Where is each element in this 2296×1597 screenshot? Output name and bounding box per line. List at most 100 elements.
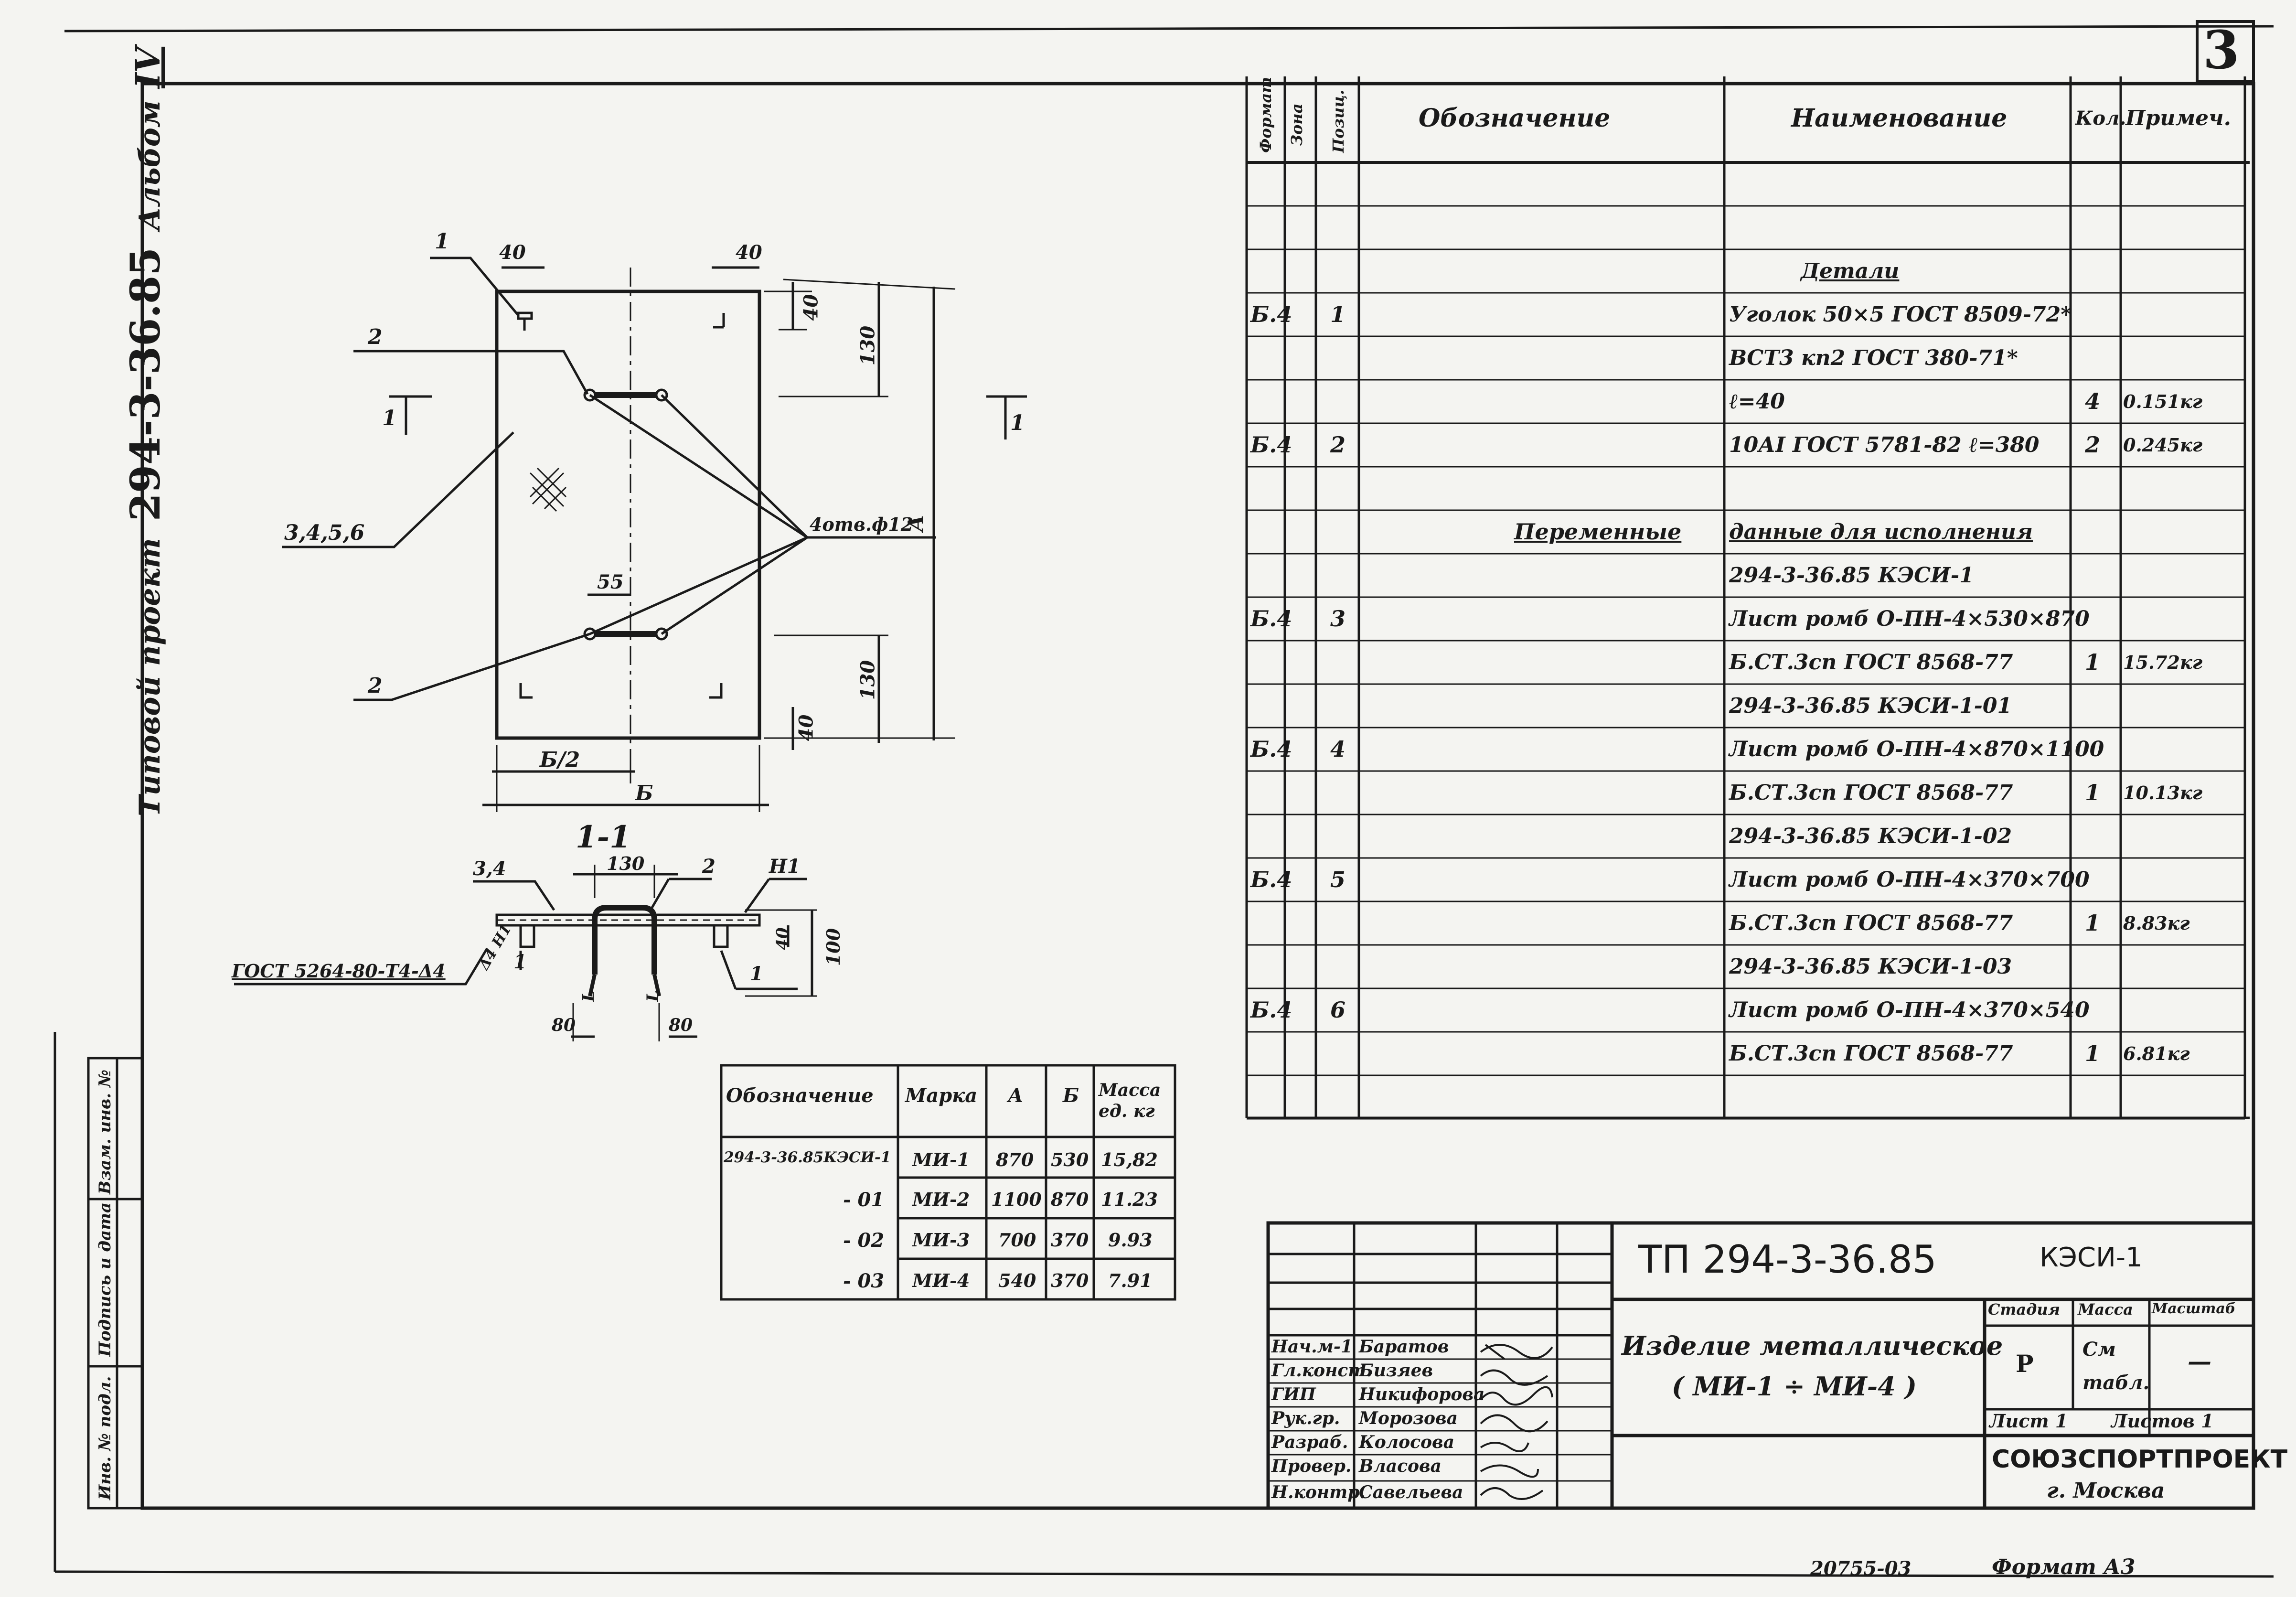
- spec-row-17-qty: 1: [2085, 910, 2101, 936]
- callout-pos-1: 1: [435, 229, 449, 254]
- callout-pos-3456: 3,4,5,6: [284, 521, 365, 545]
- scale-label: Масштаб: [2152, 1300, 2236, 1317]
- spec-row-4-name: ВСТ3 кп2 ГОСТ 380-71*: [1729, 346, 2018, 370]
- org-name: СОЮЗСПОРТПРОЕКТ: [1992, 1445, 2288, 1474]
- spec-row-11-name: Б.СТ.3сп ГОСТ 8568-77: [1729, 650, 2013, 675]
- spec-row-14-name: Б.СТ.3сп ГОСТ 8568-77: [1729, 781, 2013, 805]
- spec-row-13-pos: 4: [1330, 736, 1346, 762]
- variants-header-b: Б: [1063, 1084, 1079, 1107]
- spec-row-8-name: данные для исполнения: [1729, 520, 2033, 544]
- variants-header-mass: Масса ед. кг: [1099, 1080, 1161, 1121]
- title-line-2: ( МИ-1 ÷ МИ-4 ): [1672, 1371, 1917, 1402]
- variants-header-a: А: [1008, 1084, 1024, 1107]
- archive-number: 20755-03: [1810, 1557, 1912, 1580]
- section-pos-1-right: 1: [750, 963, 763, 985]
- spec-row-14-note: 10.13кг: [2123, 782, 2203, 804]
- spec-row-19-name: Лист ромб О-ПН-4×370×540: [1729, 998, 2090, 1022]
- spec-header-note: Примеч.: [2125, 106, 2231, 130]
- spec-row-5-note: 0.151кг: [2123, 391, 2203, 412]
- spec-row-11-note: 15.72кг: [2123, 652, 2203, 673]
- format-label: Формат А3: [1992, 1555, 2136, 1579]
- spec-row-14-qty: 1: [2085, 780, 2101, 805]
- section-mark-right: 1: [1010, 411, 1025, 435]
- callout-pos-2-top: 2: [368, 325, 383, 349]
- dim-40-top-left: 40: [499, 241, 526, 264]
- spec-row-15-name: 294-3-36.85 КЭСИ-1-02: [1729, 824, 2012, 848]
- dim-b: Б: [635, 781, 653, 805]
- title-mark: КЭСИ-1: [2040, 1242, 2143, 1273]
- title-line-1: Изделие металлическое: [1622, 1330, 2003, 1361]
- variants-row-0-a: 870: [996, 1149, 1034, 1170]
- variants-row-1-mark: МИ-2: [912, 1189, 970, 1210]
- dim-40-top-right: 40: [736, 241, 762, 264]
- variants-row-0-mark: МИ-1: [912, 1149, 970, 1170]
- signer-role-0: Нач.м-1: [1271, 1337, 1353, 1357]
- sheet-label: Лист 1: [1989, 1410, 2068, 1432]
- scale-value: —: [2188, 1347, 2211, 1375]
- variants-row-3-b: 370: [1051, 1270, 1089, 1291]
- callout-pos-2-bottom: 2: [368, 674, 383, 698]
- dim-b-half: Б/2: [540, 748, 580, 772]
- section-dim-80-left: 80: [552, 1015, 576, 1035]
- spec-row-5-qty: 4: [2085, 388, 2101, 414]
- section-mark-left: 1: [382, 406, 397, 430]
- section-pos-2: 2: [702, 855, 715, 878]
- variants-header-designation: Обозначение: [726, 1084, 874, 1107]
- spec-row-17-note: 8.83кг: [2123, 912, 2190, 934]
- signer-name-2: Никифорова: [1359, 1384, 1485, 1404]
- variants-table-grid: [720, 1064, 1176, 1301]
- stage-value: Р: [2016, 1350, 2034, 1378]
- signer-name-5: Власова: [1359, 1456, 1442, 1476]
- signer-role-6: Н.контр.: [1271, 1482, 1366, 1502]
- callout-holes: 4отв.ф12: [810, 514, 914, 535]
- section-pos-1-left: 1: [513, 951, 527, 973]
- signer-role-1: Гл.конст.: [1271, 1361, 1372, 1381]
- section-dim-80-right: 80: [669, 1015, 693, 1035]
- variants-row-1-a: 1100: [991, 1189, 1042, 1210]
- spec-row-20-note: 6.81кг: [2123, 1043, 2190, 1064]
- section-pos-34: 3,4: [473, 857, 506, 880]
- signer-role-4: Разраб.: [1271, 1432, 1348, 1452]
- signer-role-5: Провер.: [1271, 1456, 1352, 1476]
- mass-value: См табл.: [2082, 1338, 2150, 1394]
- spec-header-designation: Обозначение: [1419, 104, 1611, 133]
- spec-row-3-pos: 1: [1330, 301, 1346, 327]
- signer-name-4: Колосова: [1359, 1432, 1455, 1452]
- spec-row-5-name: ℓ=40: [1729, 389, 1785, 414]
- mass-label: Масса: [2078, 1300, 2133, 1318]
- variants-row-1-designation: - 01: [843, 1189, 885, 1211]
- section-n1: Н1: [769, 855, 801, 878]
- stage-label: Стадия: [1988, 1300, 2061, 1318]
- title-doc-code: ТП 294-3-36.85: [1638, 1237, 1937, 1282]
- variants-row-3-a: 540: [998, 1270, 1036, 1291]
- spec-row-8-designation: Переменные: [1514, 519, 1682, 545]
- signer-name-0: Баратов: [1359, 1337, 1449, 1357]
- spec-row-19-pos: 6: [1330, 997, 1346, 1023]
- variants-row-1-mass: 11.23: [1101, 1189, 1158, 1210]
- spec-row-20-name: Б.СТ.3сп ГОСТ 8568-77: [1729, 1041, 2013, 1066]
- variants-row-2-a: 700: [998, 1229, 1036, 1251]
- variants-row-2-mark: МИ-3: [912, 1229, 970, 1251]
- spec-row-9-name: 294-3-36.85 КЭСИ-1: [1729, 563, 1974, 588]
- spec-row-10-name: Лист ромб О-ПН-4×530×870: [1729, 607, 2090, 631]
- spec-row-16-pos: 5: [1330, 867, 1346, 892]
- signer-name-6: Савельева: [1359, 1482, 1463, 1502]
- sheet-number: 3: [2203, 19, 2240, 81]
- variants-row-2-b: 370: [1051, 1229, 1089, 1251]
- sheets-label: Листов 1: [2111, 1410, 2214, 1432]
- org-city: г. Москва: [2047, 1479, 2165, 1503]
- spec-row-11-qty: 1: [2085, 649, 2101, 675]
- spec-table-grid: [1245, 76, 2250, 1120]
- spec-row-6-qty: 2: [2085, 432, 2101, 458]
- spec-header-qty: Кол.: [2075, 107, 2126, 129]
- variants-row-0-b: 530: [1051, 1149, 1089, 1170]
- spec-row-12-name: 294-3-36.85 КЭСИ-1-01: [1729, 694, 2012, 718]
- section-dim-130: 130: [607, 853, 645, 874]
- weld-gost: ГОСТ 5264-80-Т4-Δ4: [232, 960, 446, 982]
- section-title: 1-1: [576, 819, 631, 855]
- variants-row-0-designation: 294-3-36.85КЭСИ-1: [724, 1149, 891, 1166]
- variants-row-3-mark: МИ-4: [912, 1270, 970, 1291]
